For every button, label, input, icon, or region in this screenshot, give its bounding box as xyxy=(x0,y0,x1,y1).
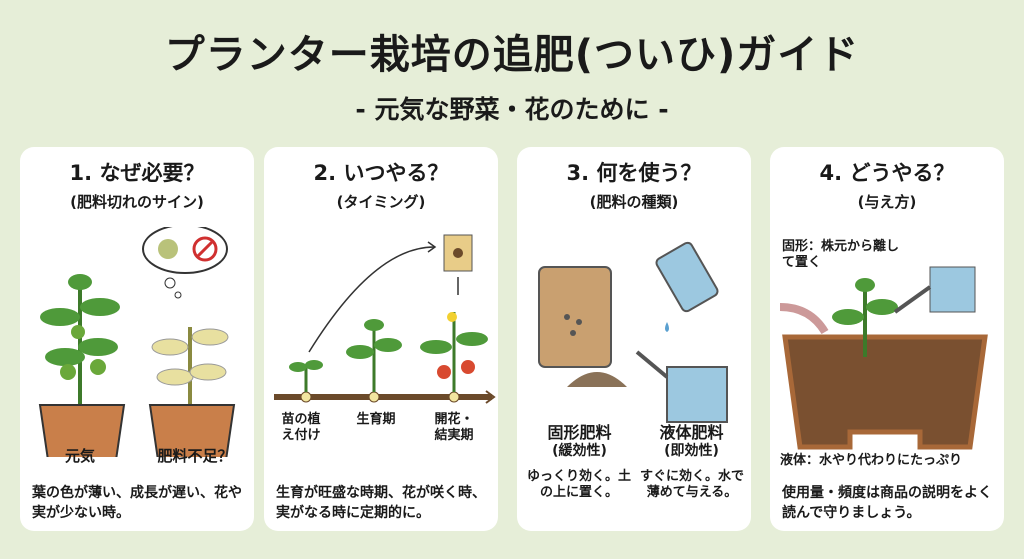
thought-bubble-icon xyxy=(142,227,228,299)
solid-fertilizer-bag-icon xyxy=(538,266,627,387)
solid-fertilizer-label: 固形肥料 xyxy=(547,423,612,442)
card-heading: 3. 何を使う？ xyxy=(566,161,702,185)
card-description: 生育が旺盛な時期、花が咲く時、実がなる時に定期的に。 xyxy=(276,485,486,522)
liquid-application-label: 液体：水やり代わりにたっぷり xyxy=(780,453,963,468)
card-heading: 1. なぜ必要？ xyxy=(69,161,205,185)
fertilizer-types-illustration xyxy=(538,241,728,423)
card-when: 2. いつやる？ (タイミング) 苗の植え付け 生育期 開花・結実期 生育が旺盛… xyxy=(264,147,498,531)
watering-can-icon xyxy=(893,266,976,314)
card-subheading: (与え方) xyxy=(857,193,917,211)
healthy-plant-icon xyxy=(38,274,126,457)
card-description: 使用量・頻度は商品の説明をよく読んで守りましょう。 xyxy=(782,485,992,522)
stage-label: 開花・結実期 xyxy=(434,412,474,444)
liquid-fertilizer-label: 液体肥料 xyxy=(659,423,724,442)
solid-fertilizer-desc: ゆっくり効く。土の上に置く。 xyxy=(526,469,631,501)
page-title: プランター栽培の追肥(ついひ)ガイド xyxy=(164,32,860,78)
card-heading: 2. いつやる？ xyxy=(313,161,449,185)
card-description: 葉の色が薄い、成長が遅い、花や実が少ない時。 xyxy=(32,485,242,522)
liquid-fertilizer-bottle-icon xyxy=(655,241,719,332)
hand-icon xyxy=(779,303,829,335)
application-method-illustration xyxy=(779,266,988,450)
liquid-fertilizer-desc: すぐに効く。水で薄めて与える。 xyxy=(639,469,744,501)
card-what: 3. 何を使う？ (肥料の種類) 固形肥料 (緩効性) ゆっくり効く。土の上に置… xyxy=(517,147,751,531)
deficient-label: 肥料不足？ xyxy=(157,447,233,465)
card-heading: 4. どうやる？ xyxy=(819,161,955,185)
card-subheading: (肥料の種類) xyxy=(589,193,679,211)
growth-timeline-illustration xyxy=(274,234,496,404)
solid-fertilizer-kind: (緩効性) xyxy=(552,443,607,459)
healthy-vs-deficient-plants-illustration xyxy=(38,227,236,457)
page-subtitle: - 元気な野菜・花のために - xyxy=(355,95,669,124)
liquid-fertilizer-kind: (即効性) xyxy=(664,443,719,459)
stage-label: 生育期 xyxy=(356,412,396,427)
watering-can-icon xyxy=(635,350,728,423)
deficient-plant-icon xyxy=(148,327,236,457)
card-subheading: (肥料切れのサイン) xyxy=(70,193,204,211)
card-how: 4. どうやる？ (与え方) 固形：株元から離して置く 液体：水やり代わりにたっ… xyxy=(770,147,1004,531)
card-subheading: (タイミング) xyxy=(336,193,426,211)
stage-label: 苗の植え付け xyxy=(281,412,321,444)
card-why: 1. なぜ必要？ (肥料切れのサイン) 元気 肥料不足？ 葉の色が薄い、成長が遅… xyxy=(20,147,254,531)
fertilizer-bag-icon xyxy=(443,234,473,272)
healthy-label: 元気 xyxy=(64,447,95,465)
solid-application-label: 固形：株元から離して置く xyxy=(782,239,900,271)
